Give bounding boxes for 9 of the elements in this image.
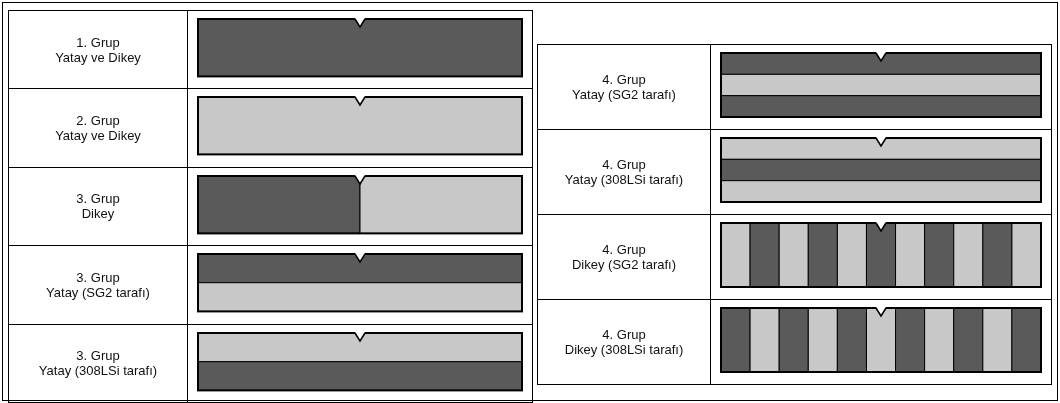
label-cell: 2. Grup Yatay ve Dikey: [8, 88, 188, 168]
label-cell: 4. Grup Yatay (308LSi tarafı): [537, 129, 711, 215]
label-cell: 4. Grup Dikey (SG2 tarafı): [537, 214, 711, 300]
label-cell: 3. Grup Yatay (308LSi tarafı): [8, 324, 188, 403]
label-cell: 4. Grup Yatay (SG2 tarafı): [537, 44, 711, 130]
label-cell: 3. Grup Yatay (SG2 tarafı): [8, 245, 188, 325]
label-cell: 1. Grup Yatay ve Dikey: [8, 10, 188, 89]
label-cell: 3. Grup Dikey: [8, 167, 188, 246]
label-cell: 4. Grup Dikey (308LSi tarafı): [537, 299, 711, 385]
